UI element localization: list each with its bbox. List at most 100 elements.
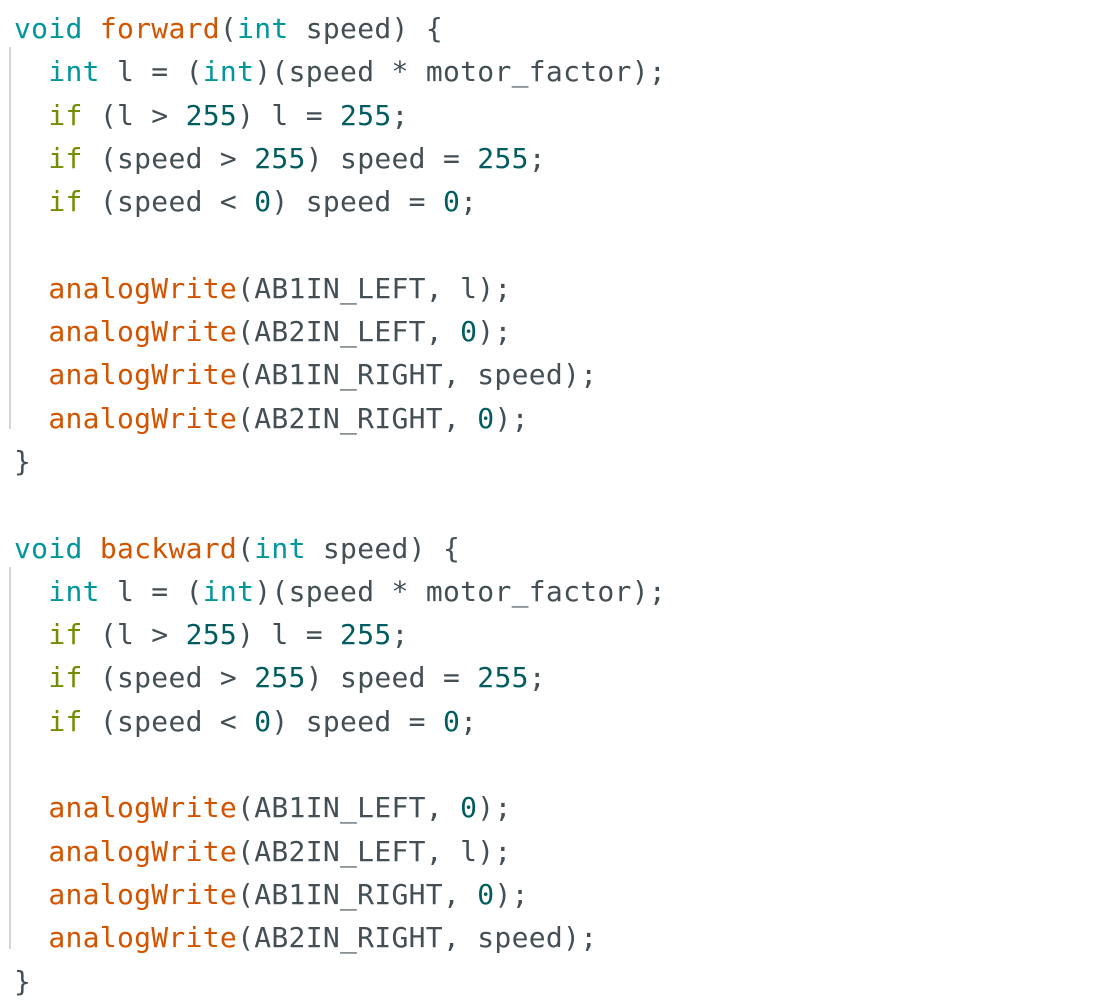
code-line-5: if (speed < 0) speed = 0;	[14, 180, 1104, 223]
token-plain: (speed >	[82, 141, 255, 175]
token-plain	[14, 661, 48, 694]
token-ctrl: if	[48, 185, 83, 219]
code-line-21: analogWrite(AB1IN_RIGHT, 0);	[14, 873, 1104, 916]
token-num: 255	[185, 98, 238, 132]
token-plain: ;	[391, 618, 409, 652]
token-plain: speed) {	[305, 531, 461, 565]
token-func: analogWrite	[48, 358, 238, 392]
code-line-11: }	[14, 440, 1104, 483]
token-plain: ) l =	[237, 98, 341, 132]
token-plain: (AB1IN_LEFT, l);	[237, 271, 512, 305]
token-num: 0	[442, 704, 461, 738]
token-plain: (AB1IN_RIGHT, speed);	[237, 358, 598, 392]
token-type: int	[237, 12, 289, 45]
token-ctrl: if	[48, 704, 83, 738]
code-line-20: analogWrite(AB2IN_LEFT, l);	[14, 830, 1104, 873]
token-ctrl: if	[48, 141, 83, 175]
token-plain	[14, 878, 48, 911]
token-plain: ) speed =	[271, 704, 443, 738]
token-plain	[14, 358, 48, 391]
indent-guide-2	[9, 566, 11, 949]
token-plain: }	[14, 964, 32, 998]
token-plain: ;	[391, 98, 409, 132]
token-func: analogWrite	[48, 315, 238, 349]
token-plain: (	[237, 531, 255, 565]
code-line-1: void forward(int speed) {	[14, 7, 1104, 50]
token-num: 255	[185, 618, 238, 652]
token-num: 0	[442, 185, 461, 219]
token-plain: (speed <	[82, 185, 255, 219]
token-type: int	[48, 55, 100, 89]
token-plain: )(speed * motor_factor);	[254, 574, 667, 608]
token-plain: ;	[460, 185, 478, 219]
code-line-10: analogWrite(AB2IN_RIGHT, 0);	[14, 397, 1104, 440]
token-plain	[14, 55, 48, 88]
token-plain: l = (	[99, 574, 203, 608]
code-line-6	[14, 223, 1104, 266]
token-num: 255	[340, 618, 392, 652]
code-line-8: analogWrite(AB2IN_LEFT, 0);	[14, 310, 1104, 353]
token-plain: )(speed * motor_factor);	[254, 55, 667, 89]
token-type: void	[14, 531, 83, 565]
token-func: forward	[99, 12, 220, 45]
token-plain: (AB2IN_LEFT,	[237, 315, 461, 349]
code-line-13: void backward(int speed) {	[14, 527, 1104, 570]
token-plain	[14, 99, 48, 132]
token-plain	[14, 402, 48, 435]
code-line-4: if (speed > 255) speed = 255;	[14, 137, 1104, 180]
token-func: analogWrite	[48, 921, 238, 955]
token-plain: );	[494, 401, 529, 435]
token-plain: (AB2IN_LEFT, l);	[237, 834, 512, 868]
token-plain: ;	[528, 661, 546, 695]
token-func: analogWrite	[48, 877, 238, 911]
token-plain: ) speed =	[271, 185, 443, 219]
token-plain	[14, 575, 48, 608]
token-plain: }	[14, 444, 32, 478]
code-line-7: analogWrite(AB1IN_LEFT, l);	[14, 267, 1104, 310]
token-plain: );	[477, 791, 512, 825]
token-num: 0	[254, 704, 272, 738]
code-line-12	[14, 483, 1104, 526]
token-plain	[14, 185, 48, 218]
token-plain: (AB1IN_RIGHT,	[237, 877, 478, 911]
token-num: 255	[254, 141, 306, 175]
token-plain	[83, 532, 100, 565]
token-num: 255	[340, 98, 392, 132]
token-func: analogWrite	[48, 834, 238, 868]
token-num: 255	[254, 661, 306, 695]
token-plain	[14, 618, 48, 651]
token-plain: (speed <	[82, 704, 255, 738]
token-num: 0	[477, 401, 495, 435]
token-plain: );	[477, 315, 512, 349]
token-func: analogWrite	[48, 791, 238, 825]
token-ctrl: if	[48, 98, 83, 132]
token-type: int	[254, 531, 306, 565]
code-line-22: analogWrite(AB2IN_RIGHT, speed);	[14, 916, 1104, 959]
token-func: analogWrite	[48, 401, 238, 435]
token-plain	[14, 705, 48, 738]
token-plain	[14, 835, 48, 868]
token-func: analogWrite	[48, 271, 238, 305]
token-plain	[83, 12, 100, 45]
token-num: 0	[460, 315, 478, 349]
token-plain: (AB1IN_LEFT,	[237, 791, 461, 825]
token-plain: ;	[460, 704, 478, 738]
token-ctrl: if	[48, 661, 83, 695]
token-func: backward	[99, 531, 238, 565]
token-plain: ;	[528, 141, 546, 175]
token-type: int	[48, 574, 100, 608]
code-line-23: }	[14, 960, 1104, 1003]
token-plain: (speed >	[82, 661, 255, 695]
token-num: 0	[460, 791, 478, 825]
token-plain: (AB2IN_RIGHT, speed);	[237, 921, 598, 955]
code-line-15: if (l > 255) l = 255;	[14, 613, 1104, 656]
token-num: 255	[477, 661, 529, 695]
code-line-3: if (l > 255) l = 255;	[14, 94, 1104, 137]
token-num: 255	[477, 141, 529, 175]
code-line-17: if (speed < 0) speed = 0;	[14, 700, 1104, 743]
token-plain: (AB2IN_RIGHT,	[237, 401, 478, 435]
indent-guide-1	[9, 47, 11, 429]
token-plain: (	[219, 12, 238, 45]
token-plain: speed) {	[288, 12, 443, 45]
